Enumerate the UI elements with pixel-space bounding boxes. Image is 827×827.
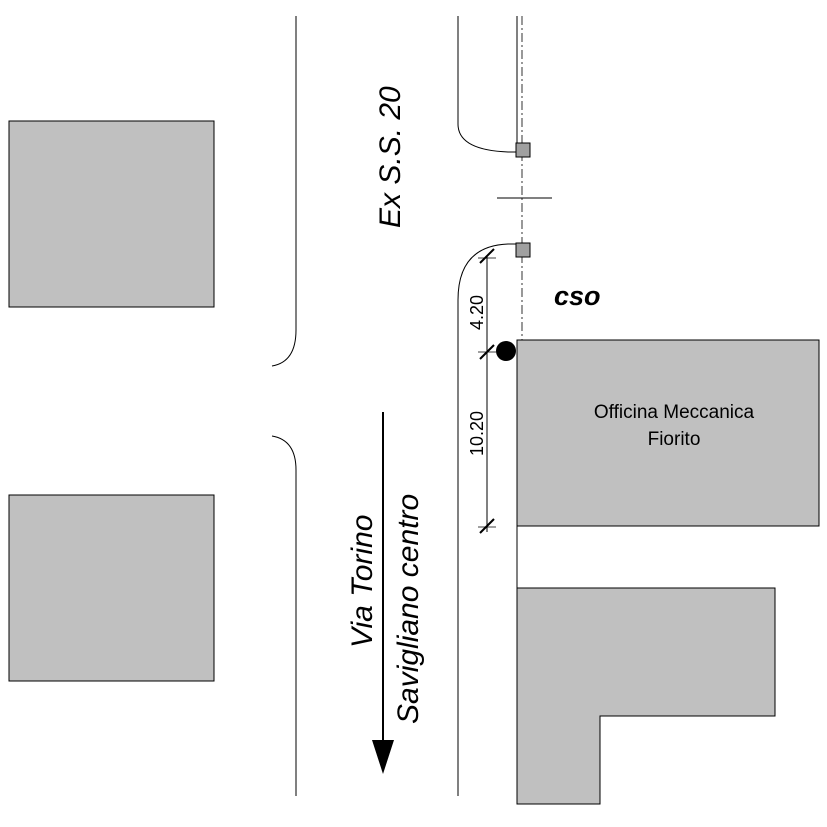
cso-label: cso [554,281,601,311]
street-name-line1: Via Torino [346,515,379,648]
street-name-line2: Savigliano centro [392,494,425,724]
building-l-shape [516,587,776,805]
square-marker-icon [515,242,531,258]
dimension-tick-bottom [479,518,495,534]
building-bottom-left [8,494,215,682]
building-name-line2: Fiorito [648,429,701,450]
arrow-down-icon [372,740,394,774]
building-name-line1: Officina Meccanica [594,402,755,423]
road-name-label: Ex S.S. 20 [374,86,407,228]
dimension-lower-label: 10.20 [467,411,487,456]
building-officina [516,339,820,527]
road-edge-left-lower [271,435,297,796]
dimension-upper-label: 4.20 [467,295,487,330]
square-marker-icon [515,142,531,158]
road-edge-left-upper [271,16,297,367]
building-top-left [8,120,215,308]
road-edge-right-lower [457,243,522,796]
road-edge-right-upper [457,16,522,153]
filled-circle-icon [496,341,516,361]
dimension-tick-top [479,248,495,264]
